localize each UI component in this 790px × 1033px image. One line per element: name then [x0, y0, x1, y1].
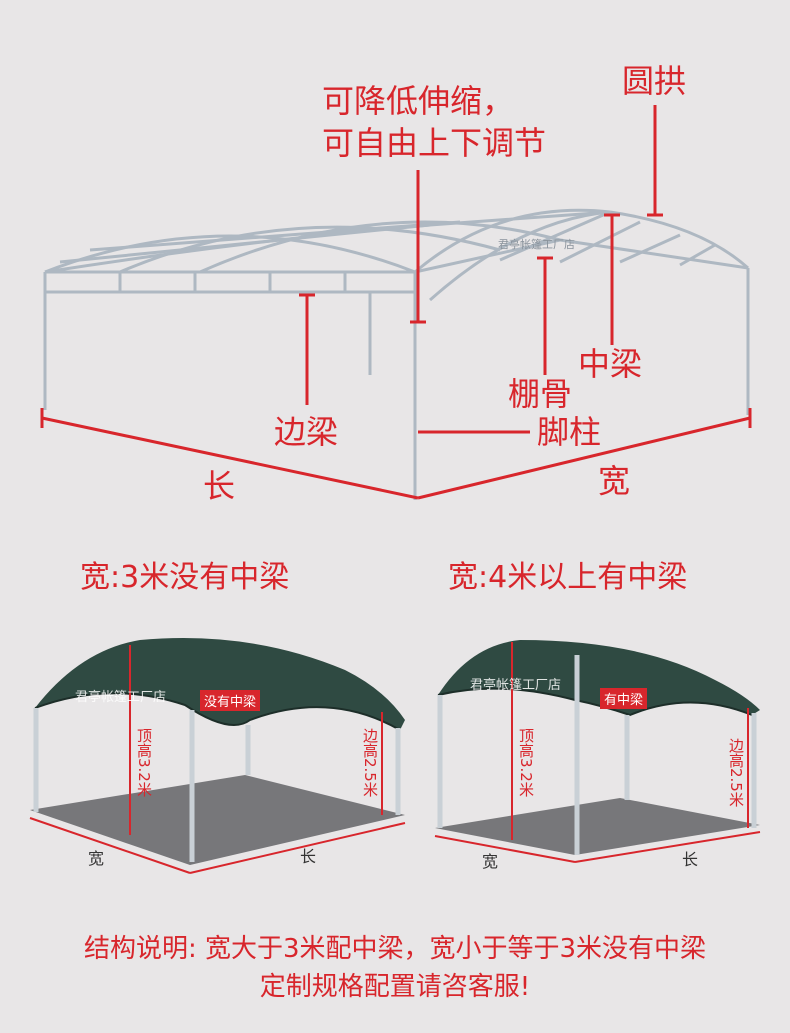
left-top-height: 顶高3.2米: [135, 728, 153, 797]
structure-note: 结构说明: 宽大于3米配中梁，宽小于等于3米没有中梁: [83, 934, 707, 964]
left-beam-tag: 没有中梁: [200, 690, 261, 711]
left-side-height: 边高2.5米: [361, 728, 379, 797]
right-width-label: 宽: [482, 852, 499, 871]
frame-diagram: [40, 105, 752, 500]
adjust-callout-line2: 可自由上下调节: [322, 124, 547, 162]
leg-label: 脚柱: [537, 413, 602, 451]
right-beam-tag: 有中梁: [600, 688, 648, 709]
left-watermark: 君亭帐篷工厂店: [75, 690, 167, 705]
left-width-label: 宽: [88, 849, 105, 868]
rib-label: 棚骨: [508, 375, 573, 413]
adjust-callout-line1: 可降低伸缩，: [322, 82, 515, 120]
left-heading: 宽:3米没有中梁: [80, 560, 290, 595]
right-length-label: 长: [682, 850, 699, 869]
right-side-height: 边高2.5米: [727, 738, 745, 807]
left-length-label: 长: [300, 847, 317, 866]
arch-label: 圆拱: [622, 62, 687, 100]
frame-watermark: 君亭帐篷工厂店: [498, 238, 575, 251]
side-beam-label: 边梁: [274, 413, 339, 451]
middle-beam-label: 中梁: [578, 345, 643, 383]
width-label: 宽: [598, 462, 631, 500]
length-label: 长: [203, 467, 236, 505]
right-watermark: 君亭帐篷工厂店: [470, 678, 562, 693]
right-heading: 宽:4米以上有中梁: [448, 560, 688, 595]
custom-note: 定制规格配置请咨客服!: [259, 972, 531, 1002]
right-top-height: 顶高3.2米: [517, 728, 535, 797]
